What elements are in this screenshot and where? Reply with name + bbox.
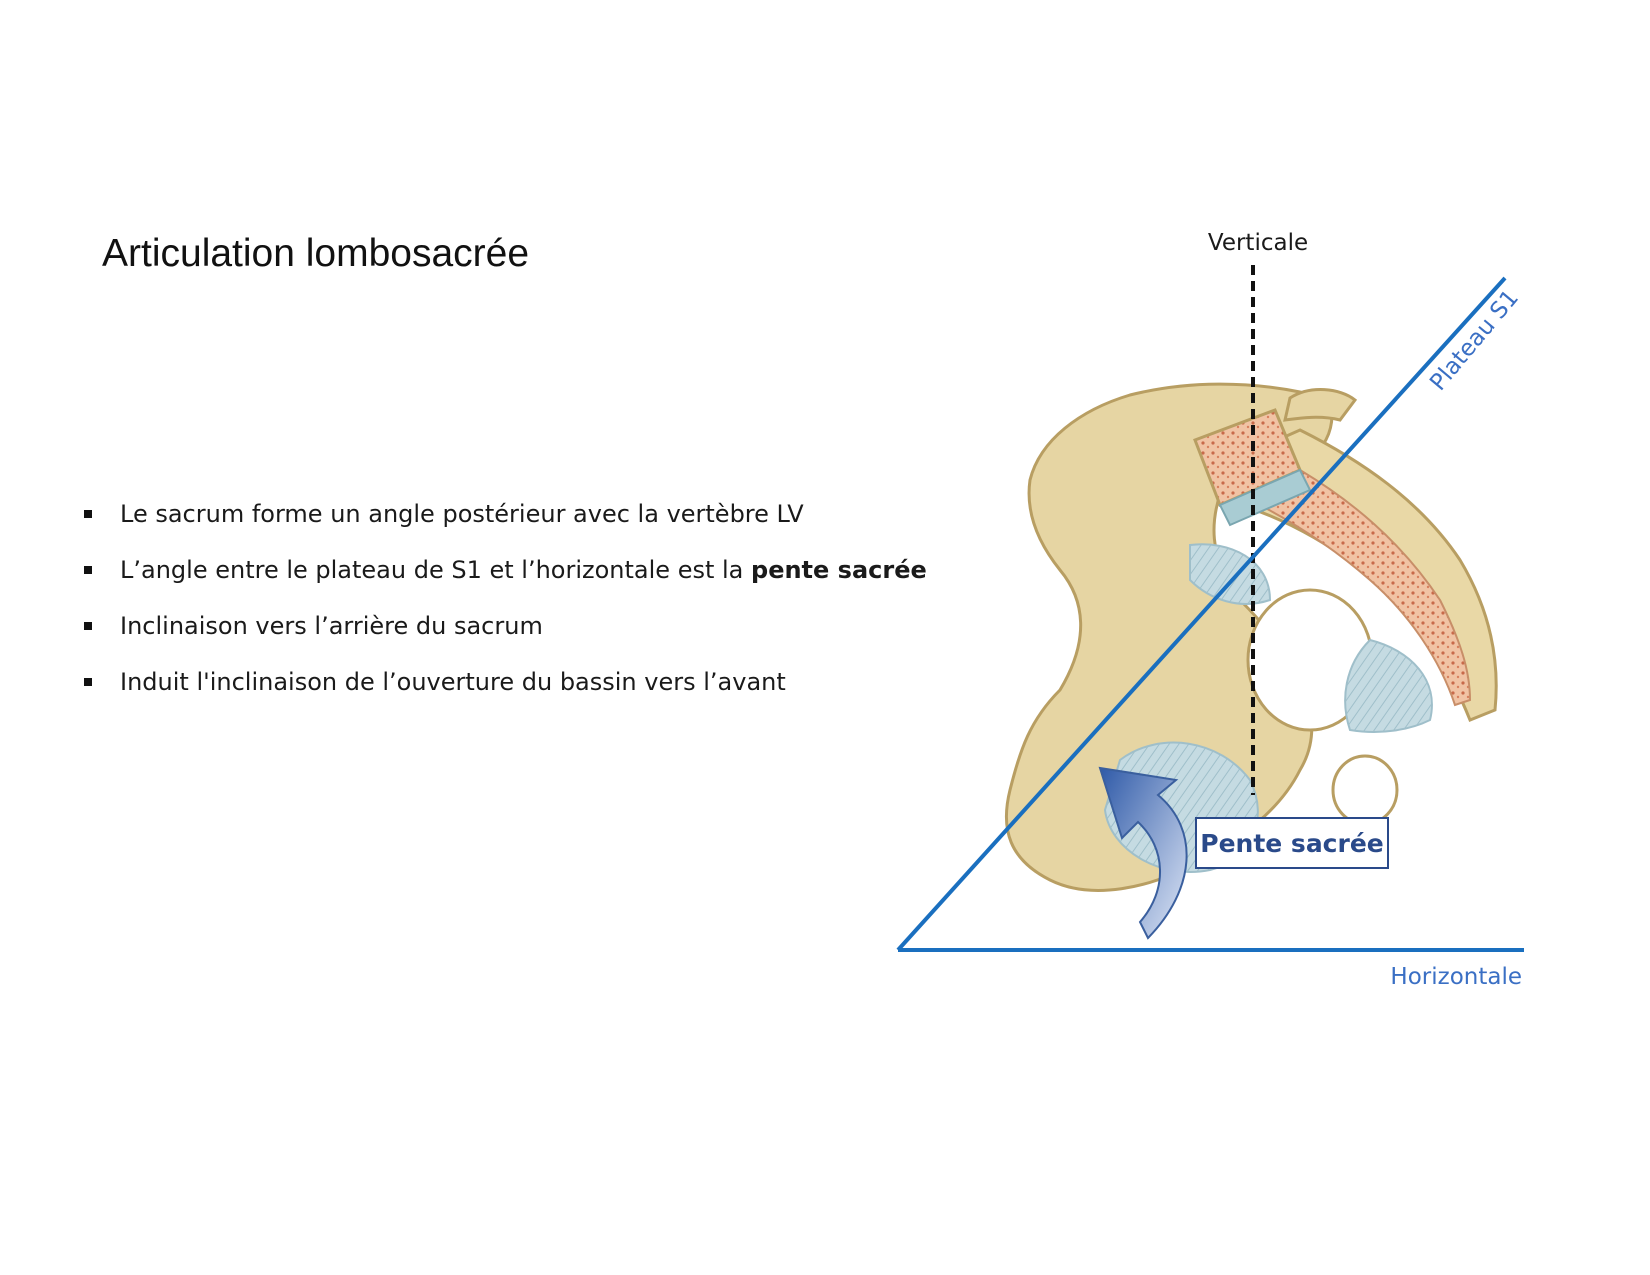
vertical-label: Verticale xyxy=(1208,230,1308,256)
square-bullet-icon xyxy=(84,566,92,574)
square-bullet-icon xyxy=(84,510,92,518)
intervertebral-disc xyxy=(1218,468,1312,527)
angle-label: Pente sacrée xyxy=(1200,829,1384,858)
horizontal-label: Horizontale xyxy=(1390,964,1522,990)
bullet-text: Le sacrum forme un angle postérieur avec… xyxy=(120,500,804,528)
sacrum-marrow xyxy=(1247,468,1472,707)
angle-label-box xyxy=(1195,817,1389,869)
spinous-process xyxy=(1283,388,1358,422)
bullet-text: L’angle entre le plateau de S1 et l’hori… xyxy=(120,556,752,584)
curved-arrow-icon xyxy=(1098,766,1188,940)
square-bullet-icon xyxy=(84,678,92,686)
plateau-s1-line xyxy=(896,276,1507,952)
bullet-list: Le sacrum forme un angle postérieur avec… xyxy=(80,500,960,724)
lesser-foramen xyxy=(1331,754,1399,826)
bullet-item: Le sacrum forme un angle postérieur avec… xyxy=(80,500,960,556)
slide-title: Articulation lombosacrée xyxy=(102,232,530,275)
bullet-item: Induit l'inclinaison de l’ouverture du b… xyxy=(80,668,960,724)
bullet-item: L’angle entre le plateau de S1 et l’hori… xyxy=(80,556,960,612)
bullet-text: Inclinaison vers l’arrière du sacrum xyxy=(120,612,543,640)
bullet-bold-term: pente sacrée xyxy=(751,556,927,584)
pelvis-illustration xyxy=(1004,382,1498,892)
square-bullet-icon xyxy=(84,622,92,630)
plateau-s1-label: Plateau S1 xyxy=(1425,285,1524,396)
bullet-item: Inclinaison vers l’arrière du sacrum xyxy=(80,612,960,668)
ilium-bone xyxy=(1004,382,1334,892)
sacrotuberous-ligament xyxy=(1344,638,1433,733)
bullet-text: Induit l'inclinaison de l’ouverture du b… xyxy=(120,668,786,696)
